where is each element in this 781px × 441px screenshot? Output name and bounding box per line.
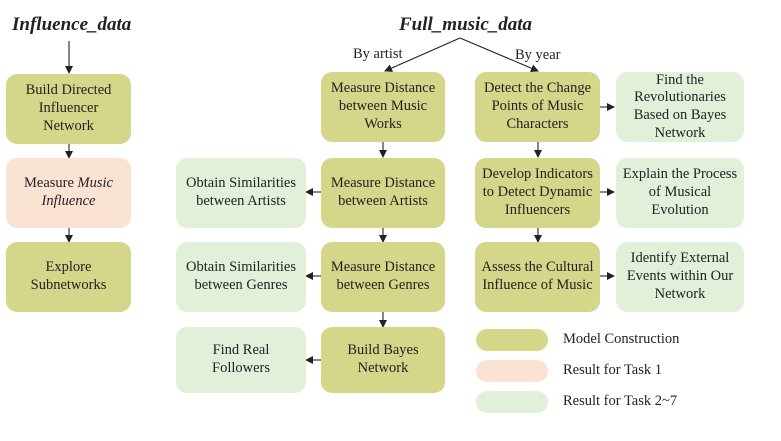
distance-genres-text: Measure Distance between Genres: [330, 259, 436, 293]
explore-subnetworks-node: Explore Subnetworks: [6, 242, 131, 312]
measure-prefix: Measure: [24, 175, 78, 192]
distance-music-works-node: Measure Distance between Music Works: [321, 72, 445, 142]
dynamic-influencers-node: Develop Indicators to Detect Dynamic Inf…: [475, 158, 600, 228]
cultural-influence-text: Assess the Cultural Influence of Music: [481, 259, 594, 293]
real-followers-node: Find Real Followers: [176, 327, 306, 393]
distance-genres-node: Measure Distance between Genres: [321, 242, 445, 312]
explore-subnetworks-text: Explore Subnetworks: [30, 259, 107, 293]
similarities-artists-node: Obtain Similarities between Artists: [176, 158, 306, 228]
change-points-node: Detect the Change Points of Music Charac…: [475, 72, 600, 142]
change-points-text: Detect the Change Points of Music Charac…: [483, 80, 592, 132]
legend-model-label: Model Construction: [563, 331, 680, 347]
similarities-genres-node: Obtain Similarities between Genres: [176, 242, 306, 312]
full-music-data-header: Full_music_data: [399, 14, 533, 35]
music-emph: Music: [77, 175, 113, 192]
legend-swatch-model: [476, 329, 548, 351]
legend-swatch-task1: [476, 360, 548, 382]
external-events-node: Identify External Events within Our Netw…: [616, 242, 744, 312]
similarities-genres-text: Obtain Similarities between Genres: [186, 259, 296, 293]
cultural-influence-node: Assess the Cultural Influence of Music: [475, 242, 600, 312]
musical-evolution-text: Explain the Process of Musical Evolution: [622, 166, 738, 218]
legend-task1-label: Result for Task 1: [563, 362, 663, 378]
by-year-label: By year: [515, 47, 561, 63]
build-bayes-network-text: Build Bayes Network: [347, 342, 419, 376]
distance-artists-text: Measure Distance between Artists: [330, 175, 436, 209]
external-events-text: Identify External Events within Our Netw…: [626, 250, 734, 302]
legend-task27-label: Result for Task 2~7: [563, 393, 678, 409]
build-bayes-network-node: Build Bayes Network: [321, 327, 445, 393]
by-artist-label: By artist: [353, 46, 403, 62]
build-influencer-network-node: Build Directed Influencer Network: [6, 74, 131, 144]
similarities-artists-text: Obtain Similarities between Artists: [186, 175, 296, 209]
real-followers-text: Find Real Followers: [212, 342, 270, 376]
influence-emph: Influence: [41, 193, 96, 209]
legend-swatch-task27: [476, 391, 548, 413]
arrow-to-by-year: [459, 37, 539, 72]
arrow-to-by-artist: [384, 37, 461, 72]
distance-music-works-text: Measure Distance between Music Works: [330, 80, 436, 132]
dynamic-influencers-text: Develop Indicators to Detect Dynamic Inf…: [482, 166, 593, 218]
revolutionaries-text: Find the Revolutionaries Based on Bayes …: [633, 71, 727, 141]
revolutionaries-node: Find the Revolutionaries Based on Bayes …: [616, 72, 744, 142]
distance-artists-node: Measure Distance between Artists: [321, 158, 445, 228]
influence-data-header: Influence_data: [12, 14, 132, 35]
musical-evolution-node: Explain the Process of Musical Evolution: [616, 158, 744, 228]
build-influencer-network-text: Build Directed Influencer Network: [25, 82, 112, 134]
